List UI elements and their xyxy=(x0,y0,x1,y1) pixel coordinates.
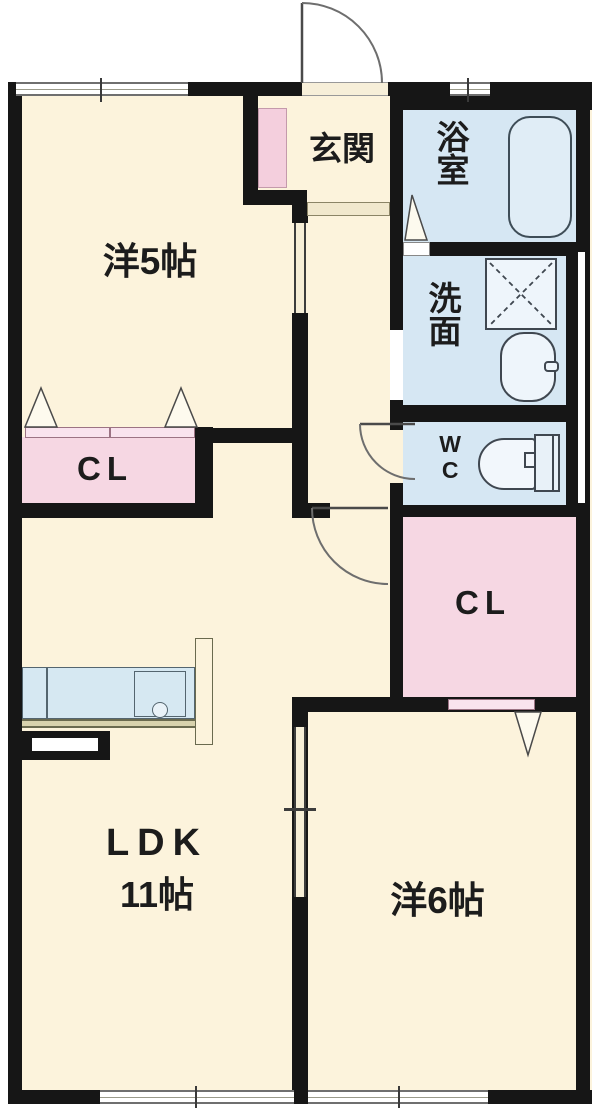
window-tick xyxy=(195,1086,197,1108)
kitchen-counter-divider xyxy=(46,668,48,718)
wall-hall-west xyxy=(292,313,308,518)
kitchen-partition-opening xyxy=(32,738,98,751)
wall-washroom-south xyxy=(390,405,568,422)
kitchen-counter-return xyxy=(195,638,213,745)
window-tick xyxy=(100,78,102,102)
shoe-cabinet xyxy=(258,108,287,188)
label-ldk: LDK xyxy=(105,822,209,864)
wall-top xyxy=(8,82,18,96)
genkan-step xyxy=(307,202,390,216)
toilet-flush-icon xyxy=(524,452,536,468)
label-genkan: 玄関 xyxy=(309,130,375,167)
bathtub-icon xyxy=(508,116,572,238)
wall-top xyxy=(490,82,592,96)
sliding-door-western6 xyxy=(294,727,306,897)
wall-closet-left-east xyxy=(195,427,213,518)
wall-genkan-south xyxy=(243,190,307,205)
wall-wc-door-stub xyxy=(390,483,403,508)
closet-left-door xyxy=(25,427,110,438)
wall-top xyxy=(388,82,450,96)
kitchen-counter-edge xyxy=(22,719,195,728)
wall-hall-west xyxy=(292,205,308,223)
window-western5 xyxy=(16,82,188,96)
sliding-door-tick xyxy=(284,808,316,811)
window-ldk xyxy=(100,1090,294,1104)
washbasin-handle-icon xyxy=(544,361,559,372)
window-tick xyxy=(398,1086,400,1108)
wall-bottom xyxy=(8,1090,100,1104)
window-bathroom xyxy=(450,82,490,96)
window-tick xyxy=(467,78,469,102)
sliding-door-western5 xyxy=(294,223,306,313)
label-wc: WC xyxy=(437,431,464,483)
wall-right xyxy=(576,82,590,1104)
wall-closet-right-top xyxy=(390,505,576,517)
entrance-door-opening xyxy=(302,82,388,96)
wall-closet-left-south xyxy=(8,503,213,518)
toilet-tank-line xyxy=(552,436,554,490)
right-wall-gap xyxy=(578,252,585,503)
kitchen-faucet-icon xyxy=(152,702,168,718)
label-western5: 洋5帖 xyxy=(102,241,198,282)
wall-bottom xyxy=(488,1090,592,1104)
wall-top xyxy=(188,82,302,96)
wall-genkan-west xyxy=(243,96,258,190)
label-ldk-size: 11帖 xyxy=(119,874,195,915)
label-closet-left: CL xyxy=(77,450,133,487)
toilet-tank-icon xyxy=(534,434,560,492)
closet-right-door xyxy=(448,699,535,710)
wall-bottom xyxy=(294,1090,308,1104)
washroom-door-opening xyxy=(390,330,403,400)
closet-left-door xyxy=(110,427,195,438)
label-bathroom: 浴室 xyxy=(431,120,469,186)
bathroom-door-sill xyxy=(403,242,430,256)
closet-right xyxy=(403,517,576,697)
label-closet-right: CL xyxy=(455,584,511,621)
wall-bathroom-top xyxy=(390,96,592,110)
label-western6: 洋6帖 xyxy=(390,880,485,921)
entrance-door-arc xyxy=(301,2,383,84)
closet-left xyxy=(22,437,195,503)
washing-machine-space-icon xyxy=(485,258,557,330)
label-washroom: 洗面 xyxy=(423,281,461,347)
wall-nook-top xyxy=(195,428,292,443)
wall-left xyxy=(8,82,22,1104)
wall-bathroom-south xyxy=(430,242,576,256)
wall-hall-south-stub xyxy=(292,503,330,518)
wall-right-inner xyxy=(566,242,576,517)
wall-closet-right-west xyxy=(390,505,403,710)
